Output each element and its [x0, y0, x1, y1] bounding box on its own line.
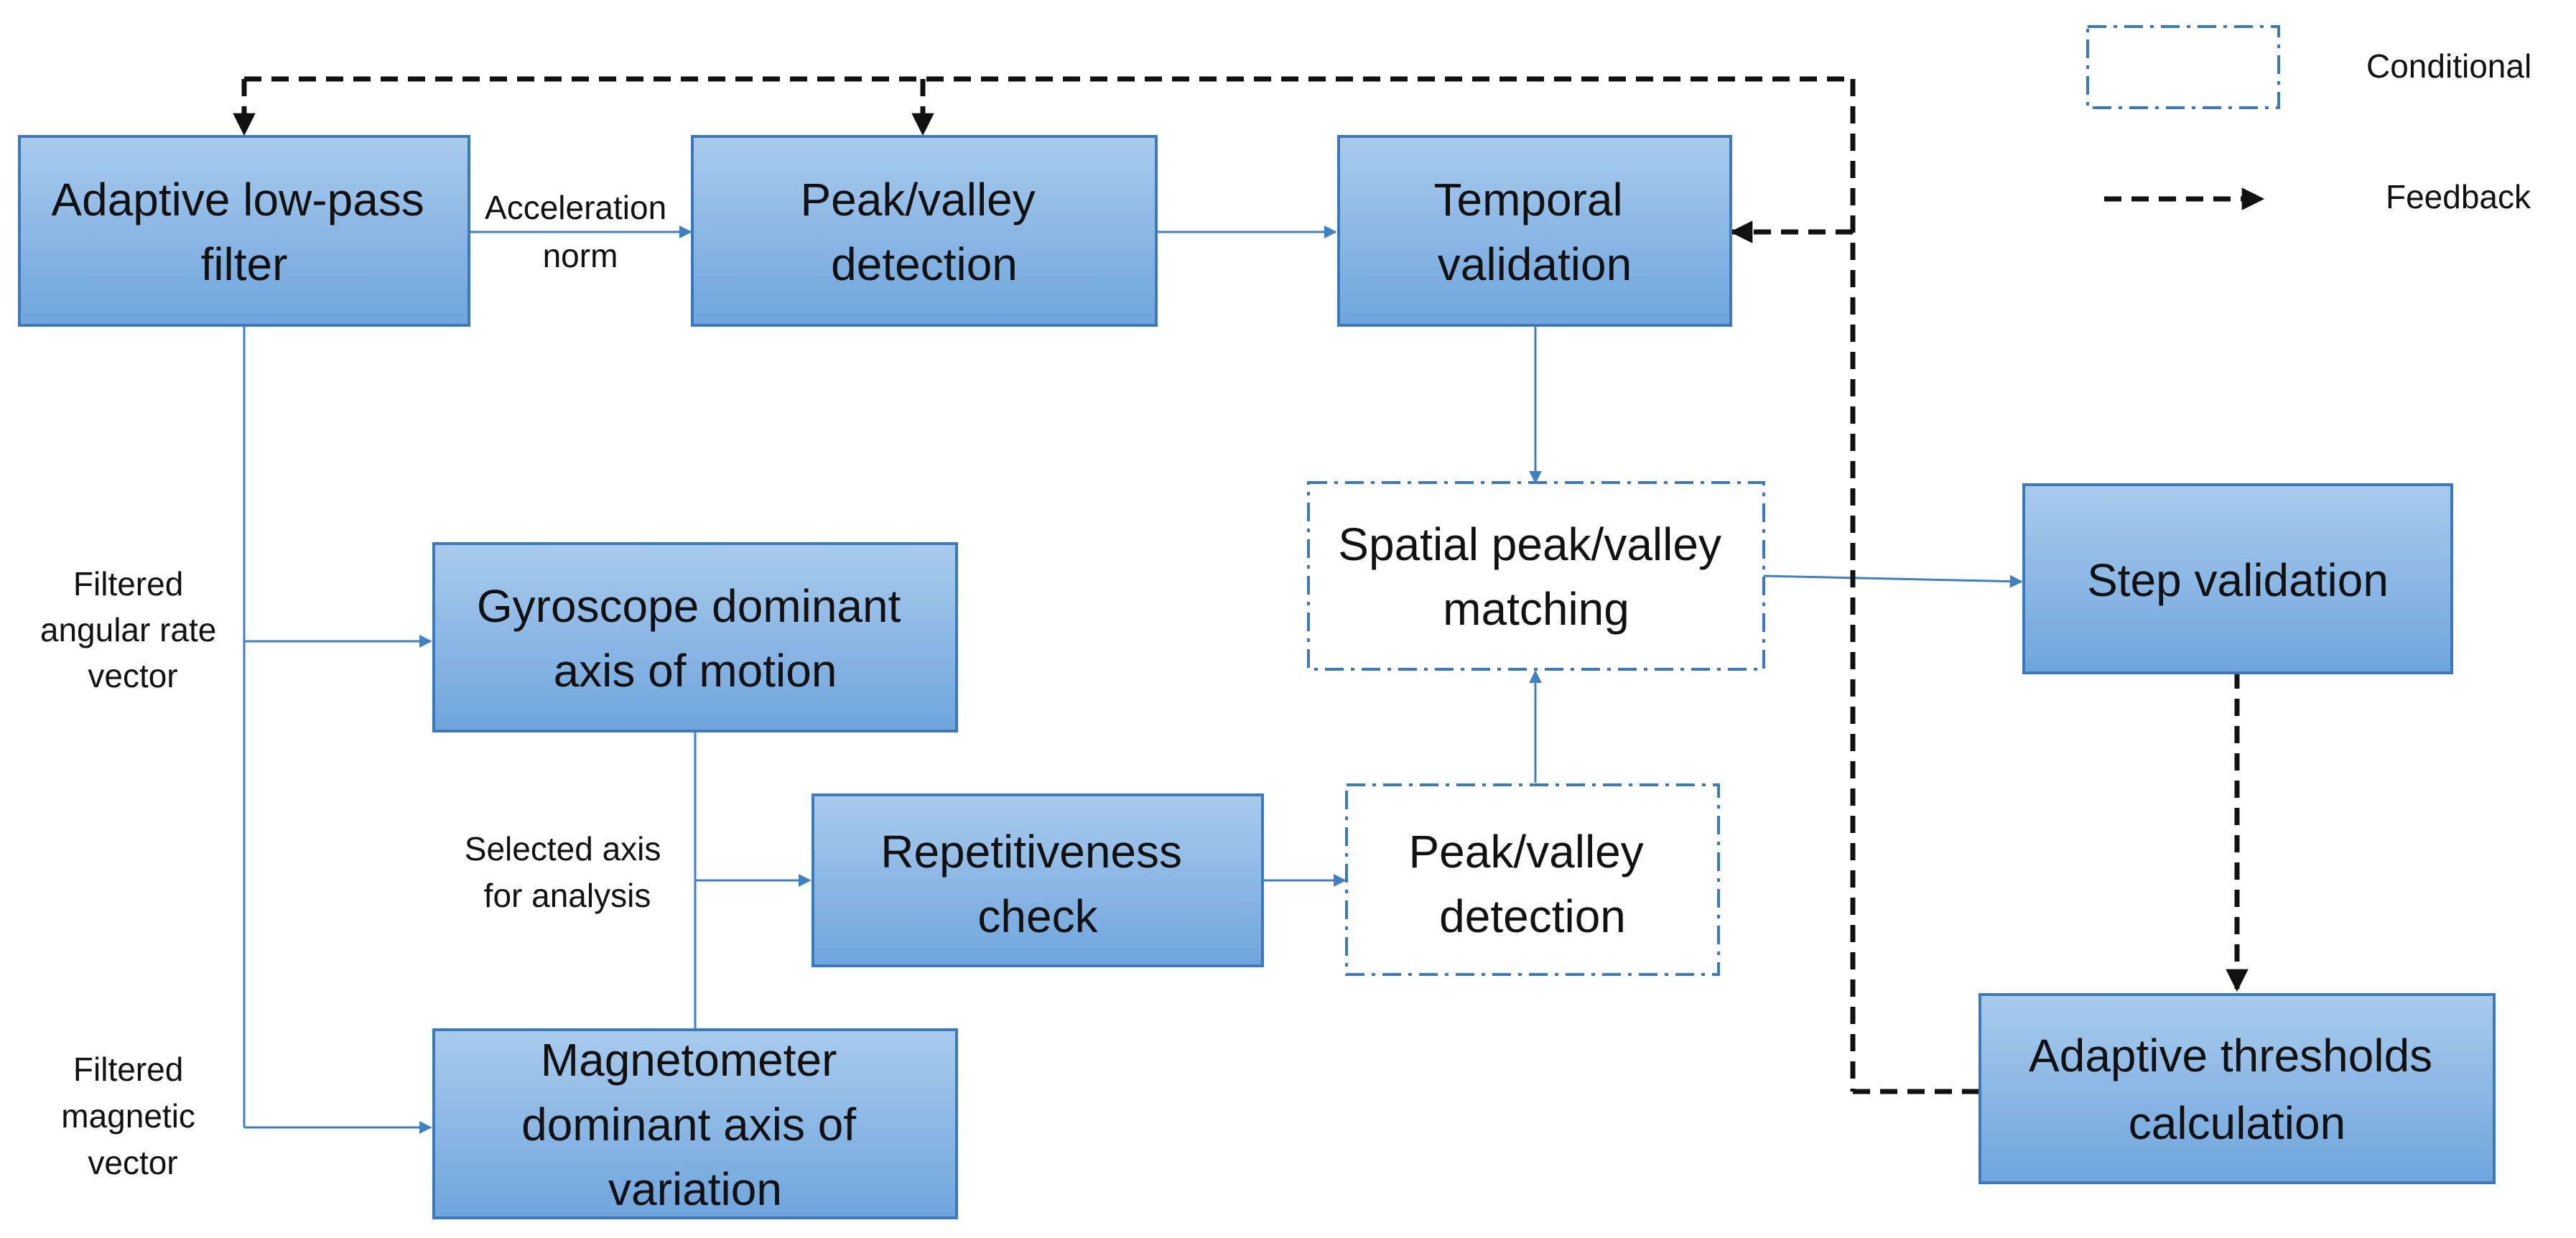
svg-text:Gyroscope dominant axis: Gyroscope dominant axis of motion	[477, 580, 913, 697]
magneto-line-1: Magnetometer	[541, 1034, 837, 1086]
legend-feedback-label: Feedback	[2386, 178, 2531, 215]
temporal-line-1: Temporal	[1434, 174, 1623, 225]
svg-text:Adaptive low-pass filter: Adaptive low-pass filter	[51, 174, 437, 290]
thresholds-line-1: Adaptive thresholds	[2029, 1030, 2432, 1081]
feedback-connectors	[233, 76, 2249, 1094]
spatial-line-2: matching	[1443, 583, 1629, 635]
svg-text:Magnetometer dominant ax: Magnetometer dominant axis of variation	[521, 1034, 869, 1215]
label-bg-selected	[460, 826, 682, 934]
magneto-line-2: dominant axis of	[521, 1099, 856, 1150]
peak-top-line-2: detection	[831, 238, 1018, 290]
repet-line-1: Repetitiveness	[880, 826, 1182, 878]
label-filtered-angular-rate-vector: Filtered angular rate vector	[40, 565, 225, 694]
legend-conditional-swatch	[2086, 25, 2280, 109]
svg-text:Peak/valley detection: Peak/valley detection	[800, 174, 1048, 290]
label-bg-angular	[59, 559, 210, 702]
label-bg-magnetic	[66, 1043, 203, 1191]
repet-line-2: check	[977, 890, 1098, 942]
svg-text:Adaptive thresholds calc: Adaptive thresholds calculation	[2029, 1030, 2445, 1149]
gyro-line-2: axis of motion	[554, 645, 837, 697]
label-acceleration-norm: Acceleration norm	[485, 189, 676, 274]
magneto-line-3: variation	[608, 1163, 782, 1215]
lowpass-line-2: filter	[201, 238, 288, 290]
peak-bottom-line-2: detection	[1439, 890, 1626, 942]
box-peak-valley-detection-top: Peak/valley detection	[691, 135, 1158, 327]
svg-text:Step validation: Step validation	[2087, 554, 2389, 606]
spatial-line-1: Spatial peak/valley	[1338, 518, 1721, 570]
peak-bottom-line-1: Peak/valley	[1408, 826, 1643, 878]
box-step-validation: Step validation	[2022, 483, 2453, 674]
box-gyroscope-dominant-axis: Gyroscope dominant axis of motion	[432, 542, 958, 732]
box-repetitiveness-check: Repetitiveness check	[812, 793, 1264, 967]
arrow-spatial-to-step	[1762, 574, 2023, 588]
peak-top-line-1: Peak/valley	[800, 174, 1035, 225]
label-selected-axis: Selected axis for analysis	[465, 830, 670, 914]
box-temporal-validation: Temporal validation	[1337, 135, 1732, 327]
flow-connectors	[243, 225, 2023, 1134]
box-spatial-peak-valley-matching: Spatial peak/valley matching	[1307, 481, 1765, 671]
label-filtered-magnetic-vector: Filtered magnetic vector	[61, 1051, 204, 1181]
svg-text:Spatial peak/valley matc: Spatial peak/valley matching	[1338, 518, 1734, 635]
legend: Conditional Feedback	[2086, 25, 2531, 215]
legend-conditional-label: Conditional	[2366, 47, 2531, 85]
temporal-line-2: validation	[1438, 238, 1632, 290]
thresholds-line-2: calculation	[2129, 1097, 2345, 1149]
svg-text:Repetitiveness check: Repetitiveness check	[880, 826, 1195, 942]
box-adaptive-lowpass-filter: Adaptive low-pass filter	[18, 135, 470, 327]
gyro-line-1: Gyroscope dominant	[477, 580, 901, 632]
svg-text:Peak/valley detection: Peak/valley detection	[1408, 826, 1656, 942]
step-line-1: Step validation	[2087, 554, 2389, 606]
svg-text:Temporal validation: Temporal validation	[1434, 174, 1636, 290]
box-peak-valley-detection-bottom: Peak/valley detection	[1345, 783, 1720, 976]
box-magnetometer-dominant-axis: Magnetometer dominant axis of variation	[432, 1028, 958, 1219]
lowpass-line-1: Adaptive low-pass	[51, 174, 424, 225]
box-adaptive-thresholds-calculation: Adaptive thresholds calculation	[1979, 993, 2496, 1184]
